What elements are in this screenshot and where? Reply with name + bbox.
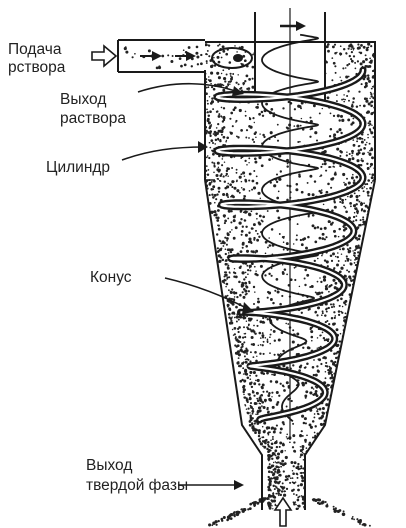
cylinder-label: Цилиндр: [46, 159, 110, 176]
leader-lines: [122, 84, 250, 485]
inlet-swirl-core: [233, 54, 243, 62]
outlet-label-line1: Выход: [60, 91, 106, 108]
outlet-label-line2: раствора: [60, 110, 126, 127]
inlet-arrow-icon: [92, 46, 116, 66]
inlet-label-line1: Подача: [8, 41, 62, 58]
solid-outlet-label-line1: Выход: [86, 457, 132, 474]
solid-outlet-label-line2: твердой фазы: [86, 477, 188, 494]
discharge-spray: [208, 497, 371, 526]
cylinder-leader-arrowhead: [198, 141, 208, 153]
inlet-label-line2: рствора: [8, 59, 66, 76]
cone-label: Конус: [90, 269, 132, 286]
air-core-arrow-icon: [275, 498, 291, 526]
cone-leader-arrowhead: [242, 302, 254, 314]
overflow-arrow-icon: [280, 21, 306, 31]
solid-leader-arrowhead: [234, 480, 244, 490]
